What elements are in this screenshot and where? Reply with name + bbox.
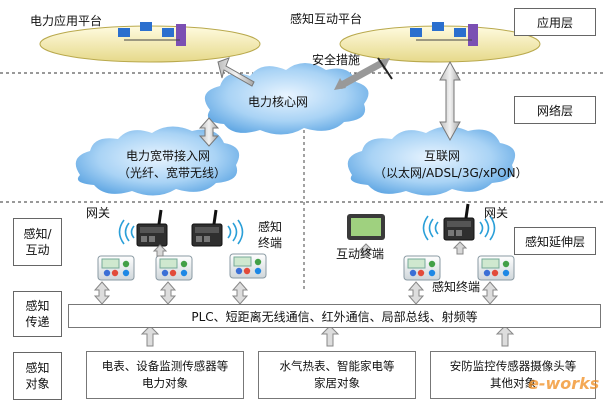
extension-layer-box: 感知延伸层 <box>514 227 596 255</box>
transfer-side-box: 感知 传递 <box>13 291 62 337</box>
gateway-left-label: 网关 <box>86 206 111 220</box>
arrow-right-platform-to-core <box>334 57 393 90</box>
terminal-right-label: 感知终端 <box>432 280 481 294</box>
arrows-bar-to-objects <box>140 325 515 347</box>
transfer-side-label-2: 传递 <box>25 315 50 329</box>
power-app-platform-label: 电力应用平台 <box>30 14 103 28</box>
interactive-terminal-label: 互动终端 <box>336 247 385 261</box>
interact-side-label-1: 感知/ <box>23 226 52 241</box>
terminal-left-label-2: 终端 <box>258 236 283 250</box>
broadband-label-1: 电力宽带接入网 <box>126 149 211 163</box>
other-object-line-1: 安防监控传感器摄像头等 <box>449 359 577 374</box>
other-object-line-2: 其他对象 <box>490 376 536 390</box>
gateway-right-label: 网关 <box>484 206 509 220</box>
internet-label-2: （以太网/ADSL/3G/xPON） <box>374 166 528 180</box>
object-side-label-2: 对象 <box>25 377 50 391</box>
power-object-box: 电表、设备监测传感器等 电力对象 <box>86 351 244 399</box>
application-layer-box: 应用层 <box>514 8 596 36</box>
internet-cloud <box>347 126 516 196</box>
home-object-line-1: 水气热表、智能家电等 <box>279 359 395 374</box>
power-object-line-2: 电力对象 <box>142 376 188 390</box>
interactive-terminal-device <box>347 214 385 240</box>
arrow-left-platform-to-core <box>217 57 255 87</box>
broadband-cloud <box>75 126 240 196</box>
comm-bar: PLC、短距离无线通信、红外通信、局部总线、射频等 <box>68 304 601 328</box>
arrow-gateway-right <box>452 241 468 255</box>
transfer-side-label-1: 感知 <box>25 298 50 313</box>
arrow-internet <box>439 60 461 142</box>
object-side-box: 感知 对象 <box>13 352 62 400</box>
sensing-platform-label: 感知互动平台 <box>290 12 363 26</box>
power-core-label: 电力核心网 <box>248 95 309 109</box>
power-app-platform <box>39 22 261 63</box>
home-object-box: 水气热表、智能家电等 家居对象 <box>258 351 416 399</box>
arrow-gateway-left <box>152 244 168 257</box>
terminal-left-label-1: 感知 <box>258 220 283 234</box>
arrow-tablet <box>358 243 374 257</box>
security-measures-label: 安全措施 <box>312 53 361 67</box>
power-object-line-1: 电表、设备监测传感器等 <box>101 359 229 374</box>
home-object-line-2: 家居对象 <box>314 376 360 390</box>
watermark: e-works <box>528 374 600 393</box>
internet-label-1: 互联网 <box>424 149 461 163</box>
arrow-core-broadband <box>198 117 220 147</box>
sensing-platform <box>339 22 541 63</box>
broadband-label-2: （光纤、宽带无线） <box>118 166 227 180</box>
other-object-box: 安防监控传感器摄像头等 其他对象 <box>430 351 596 399</box>
interact-side-label-2: 互动 <box>25 243 50 257</box>
network-layer-box: 网络层 <box>514 96 596 124</box>
interact-side-box: 感知/ 互动 <box>13 218 62 266</box>
object-side-label-1: 感知 <box>25 360 50 375</box>
